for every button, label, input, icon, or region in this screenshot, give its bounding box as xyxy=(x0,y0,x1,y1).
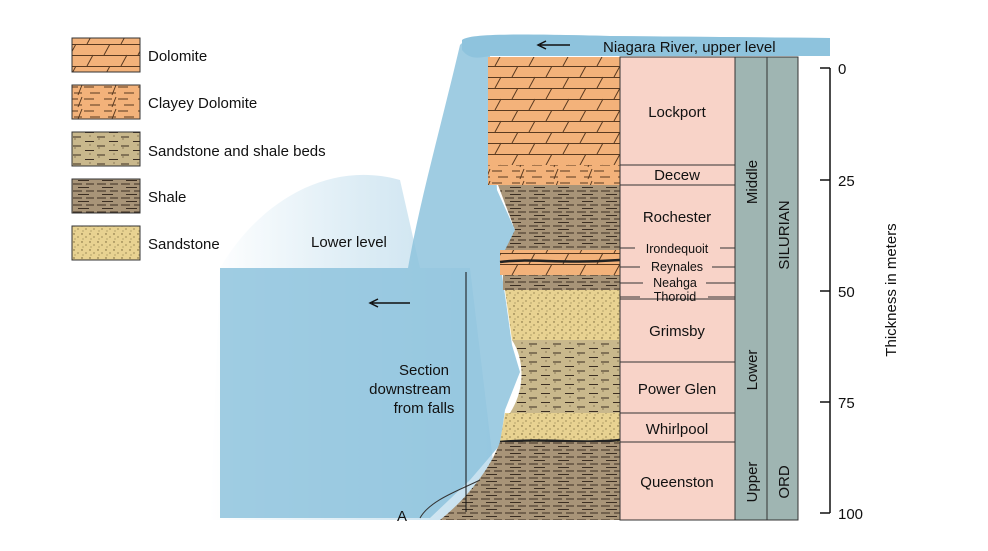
scale-tick-0: 0 xyxy=(838,61,846,78)
formation-neahga: Neahga xyxy=(653,276,697,290)
system-silurian: SILURIAN xyxy=(776,200,793,269)
formation-irondequoit: Irondequoit xyxy=(646,242,709,256)
series-middle: Middle xyxy=(744,160,761,204)
formation-thoroid: Thoroid xyxy=(654,290,696,304)
upper-river-label: Niagara River, upper level xyxy=(603,39,776,56)
scale-tick-25: 25 xyxy=(838,173,855,190)
section-label-3: from falls xyxy=(394,400,455,417)
legend-shale: Shale xyxy=(148,189,186,206)
lower-river-water xyxy=(220,34,830,519)
legend-dolomite: Dolomite xyxy=(148,48,207,65)
legend-sandstone: Sandstone xyxy=(148,236,220,253)
scale-title: Thickness in meters xyxy=(883,223,900,356)
formation-power-glen: Power Glen xyxy=(638,381,716,398)
system-ord: ORD xyxy=(776,465,793,499)
point-a-label: A xyxy=(397,508,407,525)
legend: Dolomite Clayey Dolomite Sandstone and s… xyxy=(71,37,326,261)
scale-tick-50: 50 xyxy=(838,284,855,301)
legend-clayey-dolomite: Clayey Dolomite xyxy=(148,95,257,112)
formation-rochester: Rochester xyxy=(643,209,711,226)
upper-river-water xyxy=(462,34,830,58)
formation-queenston: Queenston xyxy=(640,474,713,491)
rock-column xyxy=(419,57,621,520)
series-lower: Lower xyxy=(744,350,761,391)
lower-flow-arrow-icon xyxy=(368,298,410,308)
section-label-2: downstream xyxy=(369,381,451,398)
formation-grimsby: Grimsby xyxy=(649,323,705,340)
formation-decew: Decew xyxy=(654,167,700,184)
legend-sandstone-shale: Sandstone and shale beds xyxy=(148,143,326,160)
scale-tick-100: 100 xyxy=(838,506,863,523)
formation-reynales: Reynales xyxy=(651,260,703,274)
thickness-scale xyxy=(820,67,831,514)
flow-arrow-icon xyxy=(536,40,570,50)
lower-level-label: Lower level xyxy=(311,234,387,251)
series-upper: Upper xyxy=(744,462,761,503)
section-label-1: Section xyxy=(399,362,449,379)
formation-whirlpool: Whirlpool xyxy=(646,421,709,438)
formation-lockport: Lockport xyxy=(648,104,706,121)
scale-tick-75: 75 xyxy=(838,395,855,412)
